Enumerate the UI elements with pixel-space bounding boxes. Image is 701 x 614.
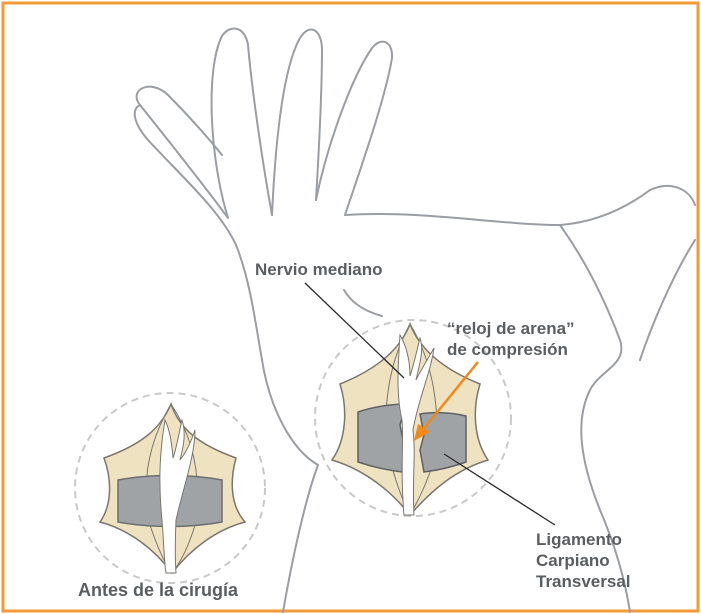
ligament-label-line-2: Carpiano [536, 550, 631, 571]
hourglass-label-line-2: de compresión [447, 339, 575, 360]
nerve-label: Nervio mediano [255, 259, 383, 280]
ligament-label-line-1: Ligamento [536, 529, 631, 550]
hourglass-compression-label: “reloj de arena” de compresión [447, 318, 575, 360]
ligament-left-piece [358, 404, 406, 472]
before-surgery-label: Antes de la cirugía [78, 580, 238, 601]
before-surgery-detail [75, 393, 265, 583]
hourglass-label-line-1: “reloj de arena” [447, 318, 575, 339]
ligament-label-line-3: Transversal [536, 571, 631, 592]
ligament-label: Ligamento Carpiano Transversal [536, 529, 631, 592]
